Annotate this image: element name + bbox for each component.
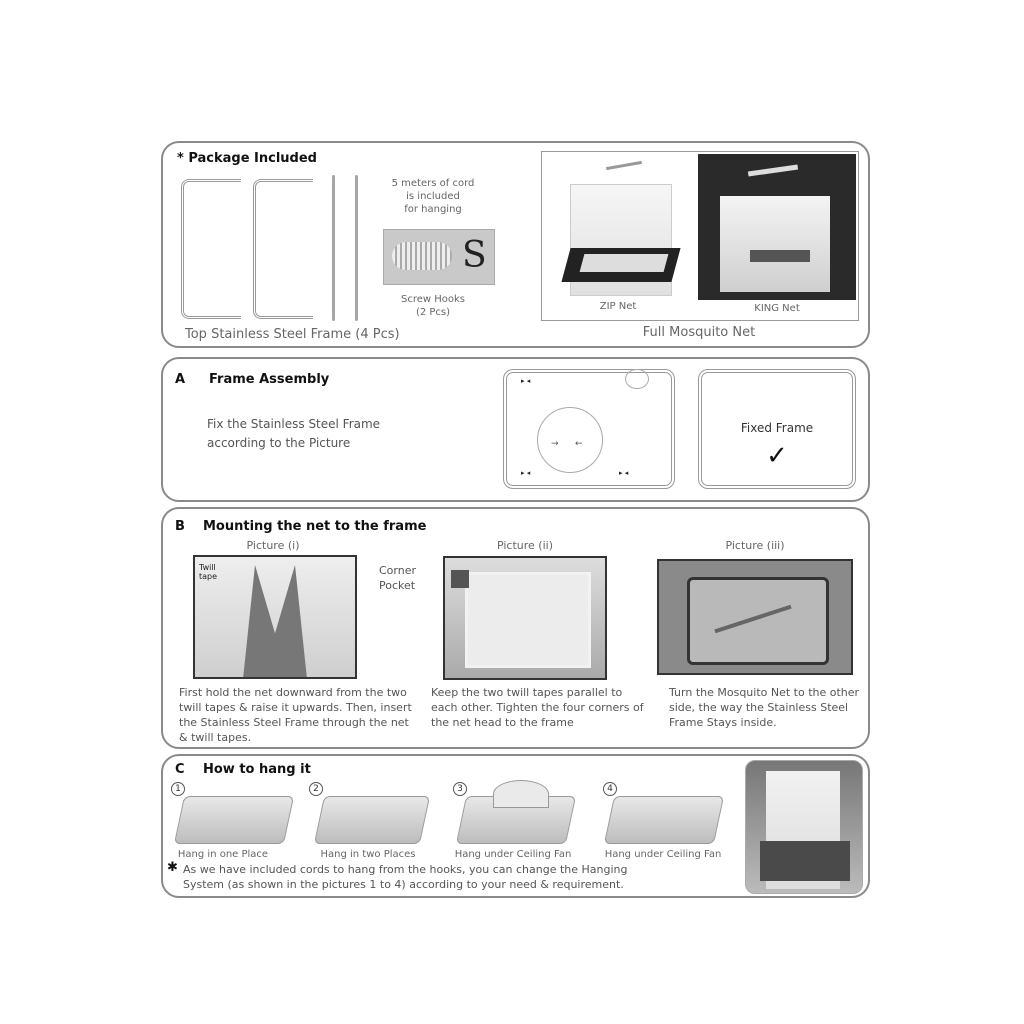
- arrow-marks: ▸ ◂: [521, 469, 531, 477]
- frame-piece-1: [181, 179, 241, 319]
- arrow-right-icon: →: [551, 439, 559, 449]
- picture-3-caption: Picture (iii): [725, 539, 785, 552]
- zoom-circle: [537, 407, 603, 473]
- nets-box: ZIP Net KING Net: [541, 151, 859, 321]
- step-1-number: 1: [171, 782, 185, 796]
- frame-rod-2: [355, 175, 358, 321]
- step-4-diagram: [603, 796, 725, 844]
- arrow-left-icon: ←: [575, 439, 583, 449]
- section-a-title: Frame Assembly: [209, 372, 330, 387]
- step-3-number: 3: [453, 782, 467, 796]
- step-4-label: Hang under Ceiling Fan: [604, 849, 722, 860]
- bed-sheet: [579, 254, 669, 272]
- package-panel: * Package Included 5 meters of cord is i…: [161, 141, 870, 348]
- frame-piece-2: [253, 179, 313, 319]
- fixed-frame-diagram: Fixed Frame ✓: [698, 369, 856, 489]
- step-4-number: 4: [603, 782, 617, 796]
- cord-text: 5 meters of cord is included for hanging: [391, 178, 475, 215]
- fixed-frame-label: Fixed Frame: [740, 421, 814, 435]
- section-b-title: Mounting the net to the frame: [203, 519, 427, 534]
- frame-inside: [687, 577, 829, 665]
- picture-1-text: First hold the net downward from the two…: [179, 686, 412, 744]
- picture-1-caption: Picture (i): [246, 539, 300, 552]
- section-c-letter: C: [175, 762, 185, 777]
- picture-3-text: Turn the Mosquito Net to the other side,…: [669, 686, 860, 729]
- frame-assembly-panel: A Frame Assembly Fix the Stainless Steel…: [161, 357, 870, 502]
- ceiling-fan-icon: [493, 780, 549, 808]
- package-title: * Package Included: [177, 151, 317, 166]
- step-2-number: 2: [309, 782, 323, 796]
- check-icon: ✓: [766, 441, 788, 471]
- step-3-label: Hang under Ceiling Fan: [454, 849, 572, 860]
- step-2-label: Hang in two Places: [320, 849, 416, 860]
- frame-label: Top Stainless Steel Frame (4 Pcs): [185, 327, 400, 342]
- picture-3: [657, 559, 853, 675]
- bed-icon: [760, 841, 850, 881]
- picture-1: Twill tape: [193, 555, 357, 679]
- step-2-diagram: [313, 796, 431, 844]
- hanging-panel: C How to hang it 1 Hang in one Place 2 H…: [161, 754, 870, 898]
- arrow-marks: ▸ ◂: [619, 469, 629, 477]
- section-a-text: Fix the Stainless Steel Frame according …: [207, 417, 381, 450]
- frame-rod-1: [332, 175, 335, 321]
- corner-circle: [625, 369, 649, 389]
- zip-net-photo: [548, 156, 688, 296]
- nets-caption: Full Mosquito Net: [642, 325, 756, 340]
- net-fabric: [243, 565, 307, 677]
- step-1-label: Hang in one Place: [177, 849, 269, 860]
- bed-icon: [750, 250, 810, 262]
- step-1-diagram: [173, 796, 295, 844]
- arrow-marks: ▸ ◂: [521, 377, 531, 385]
- picture-2-text: Keep the two twill tapes parallel to eac…: [431, 686, 644, 729]
- frame-assembly-diagram: → ← ▸ ◂ ▸ ◂ ▸ ◂: [503, 369, 675, 489]
- cord-and-hook-photo: S: [383, 229, 495, 285]
- hooks-label: Screw Hooks (2 Pcs): [400, 294, 465, 318]
- picture-2-caption: Picture (ii): [496, 539, 554, 552]
- zip-net-label: ZIP Net: [599, 301, 637, 312]
- section-b-letter: B: [175, 519, 185, 534]
- section-c-title: How to hang it: [203, 762, 311, 777]
- twill-tape-annotation: Twill tape: [199, 563, 218, 581]
- s-hook-icon: S: [462, 235, 487, 276]
- king-net-label: KING Net: [754, 303, 800, 314]
- hanging-note: As we have included cords to hang from t…: [183, 863, 628, 891]
- picture-2: [443, 556, 607, 680]
- hung-net-photo: [745, 760, 863, 894]
- cord-bundle-icon: [392, 242, 452, 270]
- mounting-panel: B Mounting the net to the frame Picture …: [161, 507, 870, 749]
- net-canopy: [720, 196, 830, 292]
- section-a-letter: A: [175, 372, 186, 387]
- ceiling-fan-icon: [606, 160, 642, 171]
- king-net-photo: [698, 154, 856, 300]
- star-icon: ✱: [167, 860, 178, 875]
- net-frame-inner: [465, 572, 591, 668]
- ceiling-fan-icon: [747, 164, 799, 177]
- corner-pocket-annotation: Corner Pocket: [379, 564, 417, 592]
- corner-pocket: [451, 570, 469, 588]
